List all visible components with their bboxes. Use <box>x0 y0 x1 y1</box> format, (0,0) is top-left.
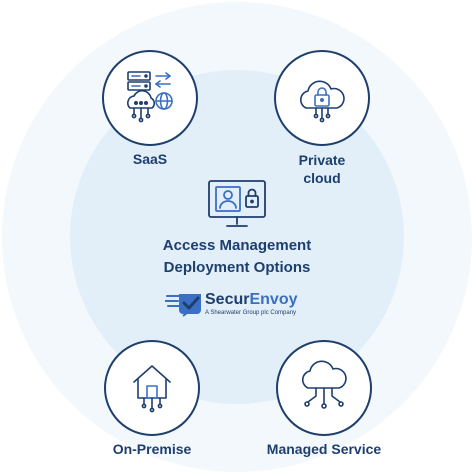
diagram-title-line2: Deployment Options <box>163 259 311 276</box>
checkmark-shield-logo-icon <box>165 294 201 317</box>
logo-wordmark-envoy: Envoy <box>249 291 298 308</box>
monitor-user-lock-icon <box>208 180 266 227</box>
private-cloud-label-line2: cloud <box>303 170 341 186</box>
saas-label: SaaS <box>132 151 168 167</box>
logo-wordmark-secur: Secur <box>205 291 250 308</box>
logo-wordmark: SecurEnvoy <box>205 291 297 309</box>
diagram-title-line1: Access Management <box>162 237 312 254</box>
diagram-title: Access Management Deployment Options <box>117 235 357 279</box>
securenvoy-logo: SecurEnvoy A Shearwater Group plc Compan… <box>165 290 325 324</box>
managed-service-node <box>276 340 372 436</box>
on-premise-label: On-Premise <box>112 441 192 457</box>
logo-tagline: A Shearwater Group plc Company <box>205 310 297 316</box>
private-cloud-label: Private cloud <box>282 151 362 187</box>
private-cloud-label-line1: Private <box>298 152 346 168</box>
cloud-network-icon <box>302 360 347 409</box>
managed-service-label: Managed Service <box>266 441 382 457</box>
private-cloud-node <box>274 50 370 146</box>
house-network-icon <box>133 365 171 413</box>
on-premise-node <box>104 340 200 436</box>
saas-node <box>102 50 198 146</box>
server-globe-icon <box>127 71 173 123</box>
cloud-lock-icon <box>300 80 345 123</box>
